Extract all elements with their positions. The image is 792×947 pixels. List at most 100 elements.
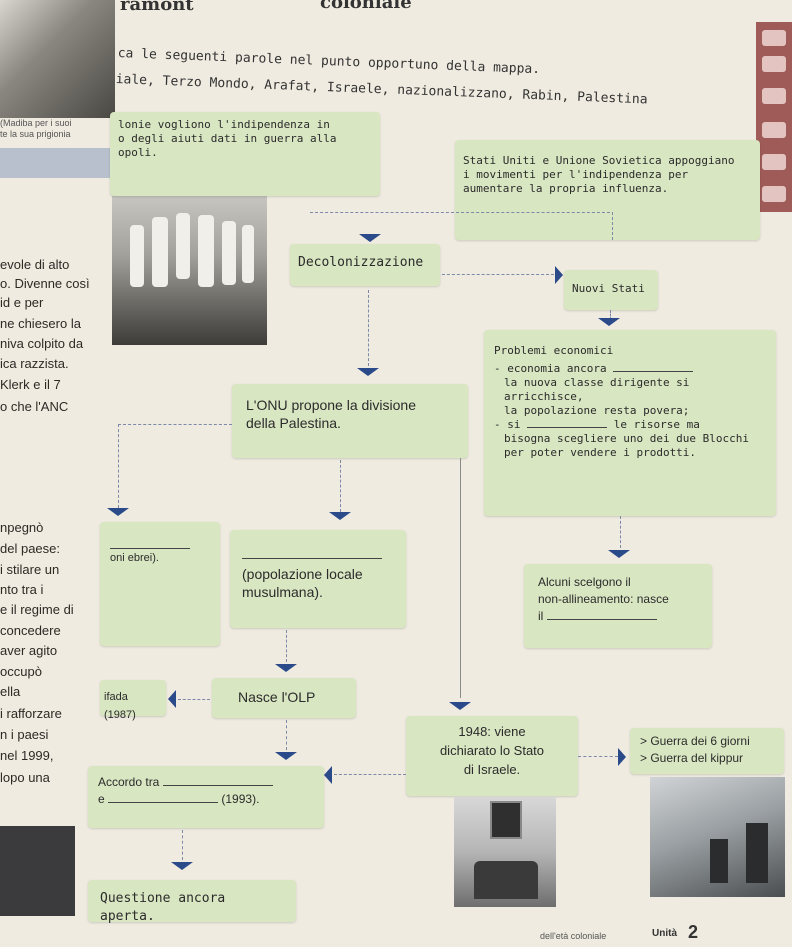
left-line: occupò bbox=[0, 664, 42, 679]
arrow-left bbox=[168, 690, 176, 708]
arrow-down bbox=[608, 550, 630, 558]
box-independence: lonie vogliono l'indipendenza in o degli… bbox=[110, 112, 380, 196]
fill-blank[interactable] bbox=[242, 540, 382, 559]
arrow-down bbox=[329, 512, 351, 520]
left-line: ella bbox=[0, 684, 21, 699]
left-text-column: evole di alto o. Divenne così id e per n… bbox=[0, 0, 110, 947]
tab-icon[interactable] bbox=[762, 186, 786, 202]
box-line: 1948: viene bbox=[458, 724, 526, 739]
box-line: dichiarato lo Stato bbox=[439, 743, 545, 758]
left-line: niva colpito da bbox=[0, 336, 84, 351]
israel-declaration-photo bbox=[454, 797, 556, 907]
side-tabs bbox=[756, 22, 792, 212]
box-line: Stati Uniti e Unione Sovietica appoggian… bbox=[463, 154, 735, 167]
tab-icon[interactable] bbox=[762, 122, 786, 138]
connector-line bbox=[334, 774, 406, 775]
caption-line: te la sua prigionia bbox=[0, 129, 71, 139]
unit-label: Unità bbox=[652, 928, 677, 939]
word-list: iale, Terzo Mondo, Arafat, Israele, nazi… bbox=[115, 72, 648, 108]
connector-line bbox=[178, 699, 210, 700]
connector-line bbox=[286, 630, 287, 662]
fill-blank[interactable] bbox=[162, 785, 273, 786]
unit-number: 2 bbox=[688, 922, 699, 942]
audio-icon[interactable] bbox=[762, 88, 786, 104]
connector-line bbox=[286, 720, 287, 750]
box-line: opoli. bbox=[118, 146, 158, 159]
tab-icon[interactable] bbox=[762, 56, 786, 72]
box-line: non-allineamento: nasce bbox=[538, 592, 669, 606]
left-line: e il regime di bbox=[0, 602, 74, 617]
box-line: di Israele. bbox=[463, 762, 521, 777]
left-line: i rafforzare bbox=[0, 706, 62, 721]
box-line: oni ebrei). bbox=[110, 552, 159, 564]
fill-blank[interactable] bbox=[613, 371, 694, 372]
arrow-down bbox=[598, 318, 620, 326]
connector-line bbox=[118, 424, 232, 425]
box-line: i movimenti per l'indipendenza per bbox=[463, 168, 689, 181]
box-economic-problems: Problemi economici - economia ancora la … bbox=[484, 330, 776, 516]
problem-line: - economia ancora bbox=[494, 362, 766, 376]
box-line: il bbox=[538, 609, 544, 623]
box-line: Accordo tra bbox=[98, 775, 160, 789]
photo-caption: (Madiba per i suoi te la sua prigionia bbox=[0, 118, 72, 140]
box-line: > Guerra del kippur bbox=[640, 751, 744, 765]
left-line: i stilare un bbox=[0, 562, 60, 577]
box-line: musulmana). bbox=[242, 584, 323, 600]
box-line: per poter vendere i prodotti. bbox=[504, 446, 697, 459]
war-soldiers-photo bbox=[650, 777, 785, 897]
box-title: Problemi economici bbox=[494, 344, 614, 357]
arrow-down bbox=[275, 664, 297, 672]
arrow-down bbox=[357, 368, 379, 376]
box-intifada: ifada (1987) bbox=[100, 680, 166, 721]
tab-icon[interactable] bbox=[762, 154, 786, 170]
box-line: la nuova classe dirigente si arricchisce… bbox=[504, 376, 690, 403]
box-wars: > Guerra dei 6 giorni > Guerra del kippu… bbox=[630, 728, 784, 774]
arrow-right bbox=[618, 748, 626, 766]
left-line: ica razzista. bbox=[0, 356, 69, 371]
box-plo: Nasce l'OLP bbox=[212, 678, 356, 718]
box-line: L'ONU propone la divisione bbox=[246, 397, 416, 413]
fill-blank[interactable] bbox=[527, 427, 608, 428]
connector-line bbox=[610, 310, 611, 320]
left-line: lopo una bbox=[0, 770, 50, 785]
decor-band bbox=[0, 826, 75, 916]
header-fragment: ramont bbox=[120, 0, 194, 15]
connector-line bbox=[460, 458, 461, 698]
connector-line bbox=[578, 756, 618, 757]
fill-blank[interactable] bbox=[108, 802, 219, 803]
left-line: concedere bbox=[0, 623, 61, 638]
box-line: - economia ancora bbox=[494, 362, 607, 375]
left-line: o che l'ANC bbox=[0, 399, 69, 414]
left-line: o. Divenne così bbox=[0, 276, 90, 291]
box-line: bisogna scegliere uno dei due Blocchi bbox=[504, 432, 750, 445]
decor-band bbox=[0, 148, 110, 178]
box-decolonization: Decolonizzazione bbox=[290, 244, 440, 286]
box-line: > Guerra dei 6 giorni bbox=[640, 734, 750, 748]
box-un-partition: L'ONU propone la divisione della Palesti… bbox=[232, 384, 468, 458]
left-line: npegnò bbox=[0, 520, 44, 535]
fill-blank[interactable] bbox=[546, 619, 657, 620]
connector-line bbox=[620, 516, 621, 548]
fill-blank[interactable] bbox=[110, 532, 190, 549]
box-line: della Palestina. bbox=[246, 415, 341, 431]
box-1948-israel: 1948: viene dichiarato lo Stato di Israe… bbox=[406, 716, 578, 796]
box-line: le risorse ma bbox=[613, 418, 700, 431]
connector-line bbox=[310, 212, 610, 213]
connector-line bbox=[118, 424, 119, 508]
box-line: - si bbox=[494, 418, 521, 431]
left-line: aver agito bbox=[0, 643, 58, 658]
header-fragment: coloniale bbox=[320, 0, 412, 13]
box-line: (popolazione locale bbox=[242, 566, 363, 582]
box-non-aligned: Alcuni scelgono il non-allineamento: nas… bbox=[524, 564, 712, 648]
arrow-down bbox=[275, 752, 297, 760]
problem-line: il bbox=[538, 608, 698, 625]
left-line: ne chiesero la bbox=[0, 316, 81, 331]
box-local-population: (popolazione locale musulmana). bbox=[230, 530, 406, 628]
box-jewish-settlers: oni ebrei). bbox=[100, 522, 220, 646]
problem-line: - si le risorse ma bbox=[494, 418, 766, 432]
tab-icon[interactable] bbox=[762, 30, 786, 46]
box-line: Alcuni scelgono il bbox=[538, 575, 631, 589]
box-line: e bbox=[98, 792, 105, 806]
box-superpowers: Stati Uniti e Unione Sovietica appoggian… bbox=[455, 140, 760, 240]
